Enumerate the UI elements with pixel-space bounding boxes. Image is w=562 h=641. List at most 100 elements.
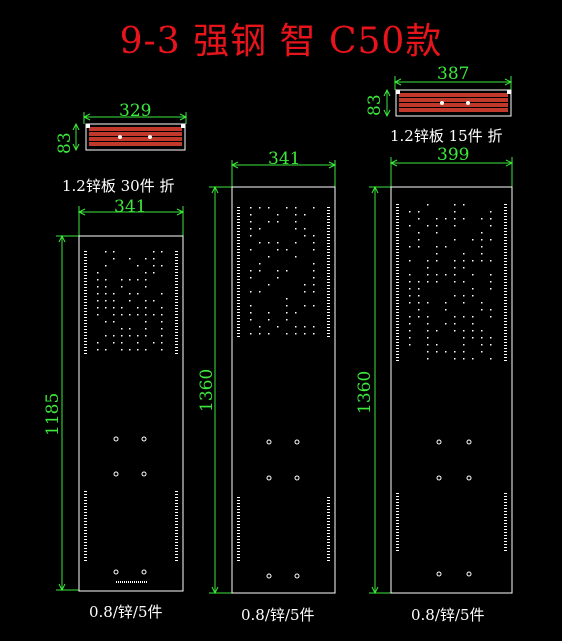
panel-1-side-hatch xyxy=(175,254,178,255)
panel-1-side-hatch xyxy=(84,332,87,333)
panel-2-perf xyxy=(250,221,252,223)
panel-3-low-hatch xyxy=(504,532,507,533)
panel-2-low-hatch xyxy=(327,524,330,525)
panel-2-side-hatch xyxy=(237,249,240,250)
panel-3-perf xyxy=(454,260,456,262)
panel-3-perf xyxy=(418,239,420,241)
panel-2-side-hatch xyxy=(237,213,240,214)
panel-3-low-hatch xyxy=(396,541,399,542)
strip-1-height-label: 83 xyxy=(57,132,74,154)
panel-1-perf xyxy=(129,335,131,337)
panel-1-side-hatch xyxy=(84,284,87,285)
panel-2-side-hatch xyxy=(327,240,330,241)
panel-2-side-hatch xyxy=(237,267,240,268)
panel-1-perf xyxy=(97,279,99,281)
panel-3-perf xyxy=(409,337,411,339)
panel-3-side-hatch xyxy=(504,264,507,265)
panel-3-side-hatch xyxy=(396,258,399,259)
panel-2-perf xyxy=(295,221,297,223)
panel-2-perf xyxy=(286,305,288,307)
panel-3-perf xyxy=(472,330,474,332)
panel-1-low-hatch xyxy=(175,533,178,534)
panel-3-perf xyxy=(454,295,456,297)
panel-1-side-hatch xyxy=(84,308,87,309)
panel-1-perf xyxy=(145,321,147,323)
panel-1-perf xyxy=(145,307,147,309)
panel-3-perf xyxy=(418,281,420,283)
panel-3-side-hatch xyxy=(396,252,399,253)
panel-3-perf xyxy=(427,225,429,227)
panel-3-side-hatch xyxy=(504,204,507,205)
panel-2-side-hatch xyxy=(327,243,330,244)
panel-3-perf xyxy=(409,246,411,248)
panel-2-side-hatch xyxy=(327,213,330,214)
panel-2-low-hatch xyxy=(327,533,330,534)
panel-2-low-hatch xyxy=(237,530,240,531)
panel-3-low-hatch xyxy=(504,505,507,506)
panel-3-side-hatch xyxy=(396,246,399,247)
panel-3-side-hatch xyxy=(396,309,399,310)
panel-2-perf xyxy=(259,333,261,335)
panel-2-low-hatch xyxy=(327,518,330,519)
panel-2-perf xyxy=(286,319,288,321)
panel-1-low-hatch xyxy=(84,548,87,549)
panel-3-perf xyxy=(427,344,429,346)
panel-3-perf xyxy=(409,260,411,262)
panel-2-low-hatch xyxy=(327,503,330,504)
panel-1-low-hatch xyxy=(175,524,178,525)
panel-2-side-hatch xyxy=(327,228,330,229)
panel-1-perf xyxy=(161,314,163,316)
panel-3-perf xyxy=(427,337,429,339)
panel-2-perf xyxy=(295,242,297,244)
panel-2-side-hatch xyxy=(327,264,330,265)
panel-3-perf xyxy=(409,225,411,227)
panel-1-low-hatch xyxy=(175,491,178,492)
panel-3-side-hatch xyxy=(396,210,399,211)
panel-1-low-hatch xyxy=(175,560,178,561)
panel-3-side-hatch xyxy=(396,225,399,226)
panel-1-low-hatch xyxy=(175,548,178,549)
panel-2-side-hatch xyxy=(237,306,240,307)
panel-1-side-hatch xyxy=(84,296,87,297)
panel-1-side-hatch xyxy=(84,281,87,282)
panel-2-side-hatch xyxy=(237,282,240,283)
panel-2-low-hatch xyxy=(327,527,330,528)
panel-2-low-hatch xyxy=(237,560,240,561)
panel-2-low-hatch xyxy=(237,497,240,498)
panel-2-perf xyxy=(268,221,270,223)
panel-3-perf xyxy=(490,344,492,346)
panel-1-low-hatch xyxy=(84,503,87,504)
panel-2-perf xyxy=(313,235,315,237)
strip-2-width-label: 387 xyxy=(437,66,469,83)
panel-1-bottom-slot xyxy=(130,581,131,583)
panel-3-low-hatch xyxy=(504,547,507,548)
panel-2-side-hatch xyxy=(327,273,330,274)
panel-1-perf xyxy=(105,307,107,309)
panel-2-side-hatch xyxy=(327,270,330,271)
panel-2-mount-hole xyxy=(295,574,299,578)
panel-2-side-hatch xyxy=(327,249,330,250)
panel-3-side-hatch xyxy=(504,294,507,295)
panel-2-perf xyxy=(259,326,261,328)
panel-1-bottom-slot xyxy=(146,581,147,583)
panel-1-perf xyxy=(145,300,147,302)
panel-2-side-hatch xyxy=(237,303,240,304)
panel-2-side-hatch xyxy=(237,330,240,331)
panel-3-low-hatch xyxy=(396,511,399,512)
panel-3-perf xyxy=(445,246,447,248)
panel-3-perf xyxy=(481,309,483,311)
panel-3-note: 0.8/锌/5件 xyxy=(411,604,485,625)
panel-2-side-hatch xyxy=(237,309,240,310)
panel-3-perf xyxy=(436,344,438,346)
panel-1-low-hatch xyxy=(84,506,87,507)
panel-2-perf xyxy=(277,326,279,328)
panel-1-side-hatch xyxy=(84,344,87,345)
panel-2-side-hatch xyxy=(237,207,240,208)
panel-3-side-hatch xyxy=(504,213,507,214)
panel-3-side-hatch xyxy=(396,306,399,307)
panel-3-side-hatch xyxy=(504,342,507,343)
panel-1-low-hatch xyxy=(84,551,87,552)
panel-1-perf xyxy=(105,286,107,288)
panel-3-perf xyxy=(418,218,420,220)
